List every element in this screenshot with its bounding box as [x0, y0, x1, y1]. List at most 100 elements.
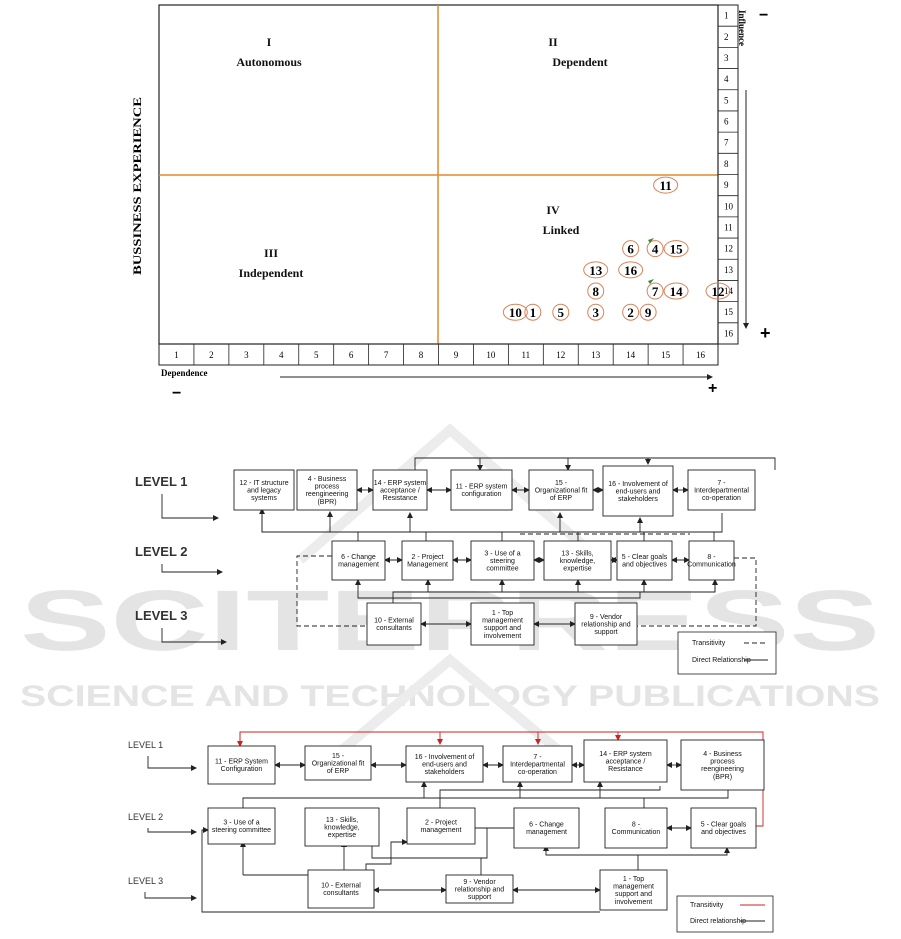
point-label: 5 — [558, 305, 565, 320]
d1-legend-direct: Direct Relationship — [692, 657, 751, 664]
x-tick: 4 — [279, 350, 284, 360]
quadrant-1-numeral: I — [267, 35, 272, 49]
factor-box-text: support — [594, 629, 617, 636]
factor-box-text: end-users and — [422, 761, 467, 768]
factor-box-text: 9 - Vendor — [463, 879, 496, 886]
dependence-minus-sign: − — [172, 385, 181, 402]
factor-box-text: 11 - ERP system — [456, 484, 508, 491]
factor-box-text: 9 - Vendor — [590, 614, 623, 621]
factor-box-text: and objectives — [701, 829, 746, 836]
y-tick: 14 — [724, 286, 734, 296]
x-tick: 16 — [696, 350, 706, 360]
factor-box-text: Management — [407, 562, 448, 569]
factor-box-text: stakeholders — [618, 496, 658, 503]
factor-box-text: process — [710, 759, 735, 766]
factor-box-text: committee — [486, 566, 518, 573]
factor-box-text: 8 - — [707, 554, 716, 561]
y-tick: 13 — [724, 265, 734, 275]
factor-box-text: 2 - Project — [412, 554, 444, 561]
green-flag-icon — [648, 238, 654, 284]
y-tick: 7 — [724, 138, 729, 148]
factor-box-text: 6 - Change — [341, 554, 376, 561]
point-marker — [622, 303, 640, 321]
factor-box-text: expertise — [563, 566, 592, 573]
y-tick: 11 — [724, 222, 733, 232]
point-label: 7 — [652, 284, 659, 299]
factor-box-text: configuration — [461, 491, 501, 498]
factor-box-text: 1 - Top — [492, 610, 513, 617]
factor-box-text: knowledge, — [324, 824, 359, 831]
d1-transitivity-lines — [296, 533, 757, 627]
factor-box-text: Configuration — [221, 766, 263, 773]
x-tick: 11 — [522, 350, 531, 360]
point-marker — [618, 261, 644, 279]
point-marker — [663, 282, 689, 300]
point-marker — [646, 282, 664, 300]
point-marker — [663, 240, 689, 258]
factor-box-text: and objectives — [622, 562, 667, 569]
factor-box-text: Interdepartmental — [510, 761, 565, 768]
factor-box-text: 12 - IT structure — [239, 480, 288, 487]
factor-box-text: acceptance / — [606, 758, 646, 765]
point-label: 12 — [712, 284, 725, 299]
point-marker — [622, 240, 640, 258]
factor-box-text: expertise — [328, 832, 357, 839]
point-label: 15 — [670, 242, 684, 257]
factor-box-text: 5 - Clear goals — [622, 554, 668, 561]
factor-box-text: process — [315, 484, 340, 491]
d1-legend-transitivity: Transitivity — [692, 640, 726, 647]
factor-box-text: 4 - Business — [308, 476, 347, 483]
factor-box-text: steering committee — [212, 827, 271, 834]
point-label: 4 — [652, 242, 659, 257]
factor-box-d1-8: 8 -Communication — [687, 540, 736, 581]
quadrant-2-name: Dependent — [552, 55, 607, 69]
factor-box-text: steering — [490, 558, 515, 565]
factor-box-text: Communication — [612, 829, 661, 836]
point-label: 9 — [645, 305, 652, 320]
factor-box-text: 3 - Use of a — [223, 820, 259, 827]
point-label: 11 — [659, 178, 671, 193]
y-axis-label: BUSSINESS EXPERIENCE — [130, 97, 144, 275]
factor-box-text: 7 - — [533, 754, 542, 761]
y-tick: 16 — [724, 328, 734, 338]
point-label: 6 — [627, 242, 634, 257]
point-label: 8 — [592, 284, 599, 299]
factor-box-text: 10 - External — [321, 883, 361, 890]
dependence-label: Dependence — [161, 368, 208, 378]
factor-box-text: involvement — [615, 899, 652, 906]
factor-box-text: systems — [251, 495, 277, 502]
factor-box-text: 1 - Top — [623, 876, 644, 883]
factor-box-text: 16 - Involvement of — [415, 754, 475, 761]
y-tick: 10 — [724, 201, 734, 211]
factor-box-text: 7 - — [717, 480, 726, 487]
factor-box-text: relationship and — [455, 886, 505, 893]
quadrant-3-numeral: III — [264, 246, 278, 260]
y-tick: 6 — [724, 117, 729, 127]
point-marker — [502, 303, 528, 321]
factor-box-text: management — [482, 618, 523, 625]
quadrant-3-name: Independent — [239, 266, 304, 280]
factor-box-text: 11 - ERP System — [215, 759, 268, 766]
y-tick: 5 — [724, 95, 729, 105]
level-label: LEVEL 1 — [135, 474, 188, 489]
factor-box-text: and legacy — [247, 487, 281, 494]
y-tick: 9 — [724, 180, 729, 190]
x-tick: 12 — [556, 350, 565, 360]
